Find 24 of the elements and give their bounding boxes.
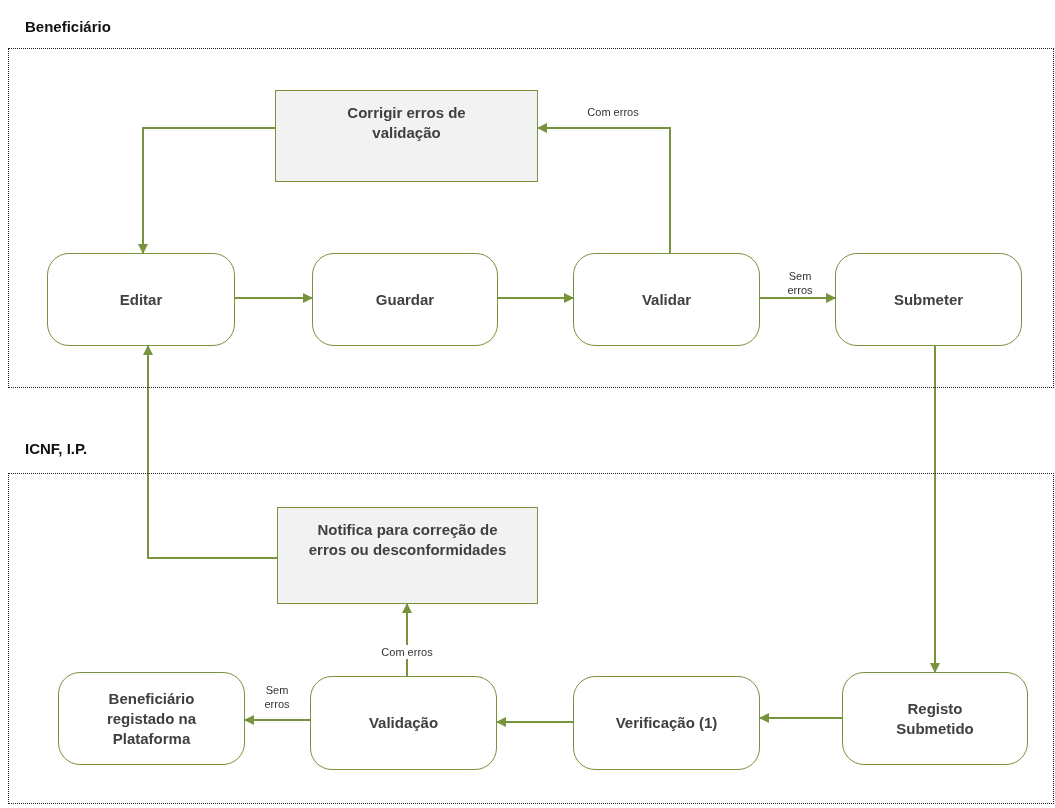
arrow bbox=[497, 293, 574, 303]
process-box: Submeter bbox=[835, 253, 1022, 346]
edge-label: Com erros bbox=[379, 645, 435, 659]
process-box: Validar bbox=[573, 253, 760, 346]
arrow bbox=[143, 345, 278, 559]
arrow bbox=[244, 715, 311, 725]
arrow bbox=[759, 713, 843, 723]
action-box: Corrigir erros de validação bbox=[275, 90, 538, 182]
arrow bbox=[537, 123, 671, 254]
process-box: Beneficiário registado na Plataforma bbox=[58, 672, 245, 765]
arrow bbox=[930, 345, 940, 673]
process-box: Verificação (1) bbox=[573, 676, 760, 770]
process-box: Guardar bbox=[312, 253, 498, 346]
arrow bbox=[234, 293, 313, 303]
edge-label: Com erros bbox=[585, 105, 641, 119]
process-box: Editar bbox=[47, 253, 235, 346]
arrow bbox=[759, 293, 836, 303]
process-box: Validação bbox=[310, 676, 497, 770]
arrow bbox=[138, 127, 276, 254]
action-box: Notifica para correção de erros ou desconformidades bbox=[277, 507, 538, 604]
arrow bbox=[496, 717, 574, 727]
process-box: Registo Submetido bbox=[842, 672, 1028, 765]
lane-heading: ICNF, I.P. bbox=[25, 440, 88, 457]
lane-heading: Beneficiário bbox=[25, 18, 111, 35]
